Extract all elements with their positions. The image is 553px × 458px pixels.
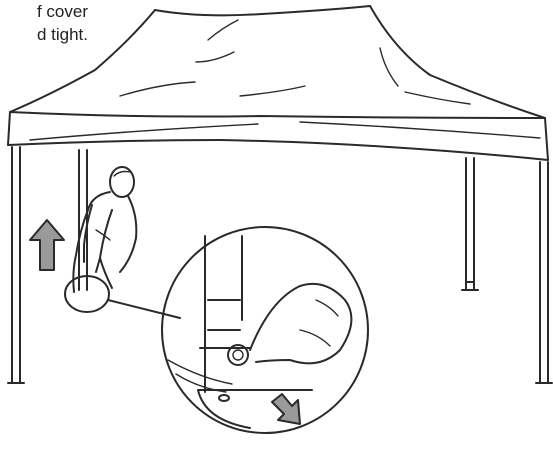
person-figure bbox=[73, 167, 136, 292]
canopy-roof bbox=[8, 6, 548, 160]
down-right-arrow-icon bbox=[272, 394, 300, 424]
up-arrow-icon bbox=[30, 220, 64, 270]
zoom-detail bbox=[162, 227, 368, 433]
tent-legs bbox=[8, 147, 552, 383]
